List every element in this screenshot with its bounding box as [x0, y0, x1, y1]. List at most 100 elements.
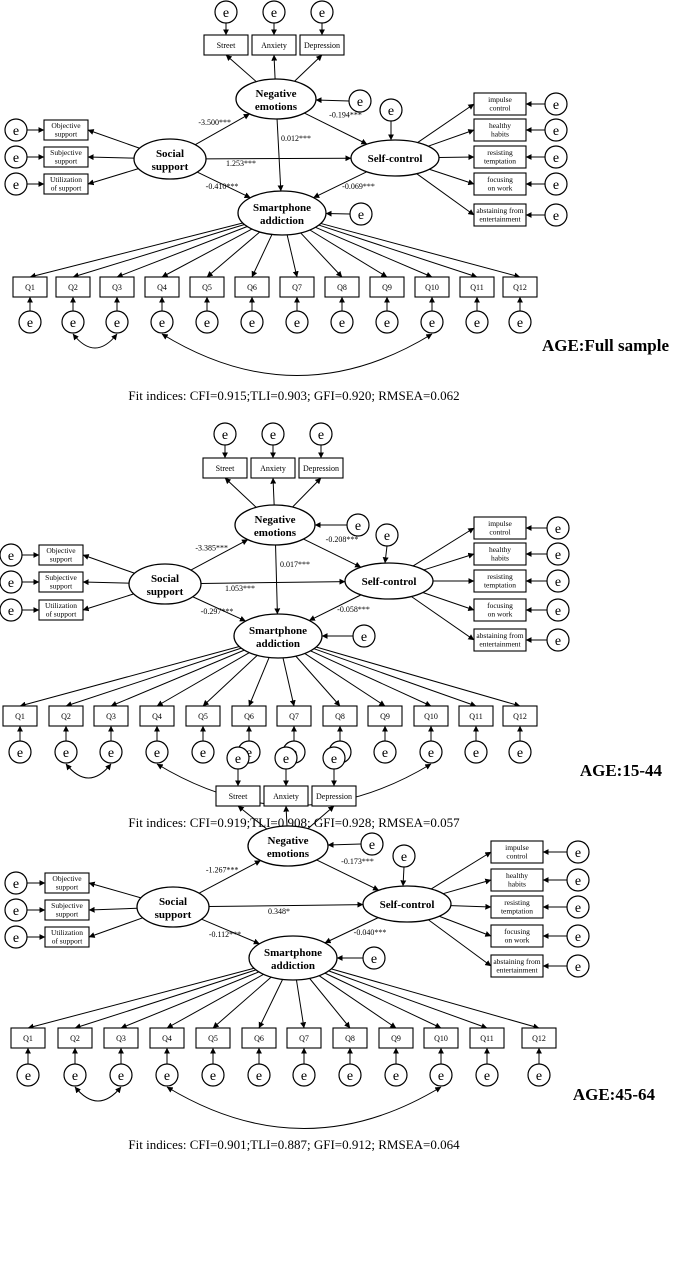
- loading-arrow: [82, 593, 134, 612]
- control-error-3: e: [566, 924, 590, 948]
- disturbance-arrow: [327, 841, 362, 848]
- latent-label: support: [147, 586, 184, 598]
- item-loading-arrow: [286, 234, 299, 278]
- item-loading-arrow: [29, 222, 243, 279]
- indicator-label: control: [489, 104, 510, 113]
- indicator-label: Utilization: [50, 175, 82, 184]
- item-loading-arrow: [258, 979, 284, 1029]
- indicator-label: Q3: [116, 1034, 126, 1043]
- control-error-2: e: [544, 145, 568, 169]
- error-label: e: [555, 522, 561, 537]
- latent-label: emotions: [254, 527, 297, 539]
- item-error-q7: e: [292, 1063, 316, 1087]
- indicator-label: temptation: [501, 907, 533, 916]
- item-loading-arrow: [27, 967, 255, 1030]
- item-error-q1: e: [8, 740, 32, 764]
- control-error-3: e: [546, 598, 570, 622]
- item-error-q9: e: [375, 310, 399, 334]
- indicator-label: Q5: [208, 1034, 218, 1043]
- error-label: e: [382, 746, 388, 761]
- latent-label: addiction: [260, 215, 304, 227]
- loading-arrow: [224, 477, 257, 508]
- indicator-label: Objective: [52, 874, 82, 883]
- negative-emotions-disturbance: e: [348, 89, 372, 113]
- item-loading-arrow: [309, 978, 351, 1029]
- item-q5: Q5: [195, 1027, 231, 1049]
- loading-arrow: [307, 805, 335, 830]
- control-error-1: e: [546, 542, 570, 566]
- indicator-label: Q1: [23, 1034, 33, 1043]
- control-error-0: e: [544, 92, 568, 116]
- latent-label: Negative: [268, 835, 309, 847]
- path-ne-sc: [303, 538, 362, 568]
- indicator-label: resisting: [487, 148, 513, 157]
- indicator-label: of support: [52, 937, 84, 946]
- item-error-q1: e: [18, 310, 42, 334]
- error-label: e: [555, 575, 561, 590]
- error-label: e: [331, 752, 337, 767]
- indicator-label: Q12: [513, 283, 527, 292]
- error-label: e: [384, 316, 390, 331]
- item-loading-arrow: [300, 232, 343, 278]
- indicator-label: Q6: [247, 283, 257, 292]
- item-q9: Q9: [369, 276, 405, 298]
- item-error-q3: e: [99, 740, 123, 764]
- age-label: AGE:45-64: [573, 1085, 656, 1104]
- emotion-error-1: e: [262, 0, 286, 24]
- item-q5: Q5: [189, 276, 225, 298]
- path-ss-ne: [198, 860, 261, 894]
- error-label: e: [8, 576, 14, 591]
- correlation-q2-q3: [74, 1086, 122, 1102]
- indicator-label: Q8: [345, 1034, 355, 1043]
- error-label: e: [555, 634, 561, 649]
- age-label: AGE:15-44: [580, 761, 663, 780]
- item-error-q11: e: [465, 310, 489, 334]
- path-sc-sa: [324, 917, 379, 944]
- indicator-label: Q11: [480, 1034, 493, 1043]
- loading-arrow: [225, 54, 257, 82]
- item-error-q10: e: [429, 1063, 453, 1087]
- indicator-label: Q6: [244, 712, 254, 721]
- item-loading-arrow: [310, 650, 432, 707]
- error-label: e: [347, 1069, 353, 1084]
- indicator-label: resisting: [504, 898, 530, 907]
- error-label: e: [369, 838, 375, 853]
- indicator-label: focusing: [487, 175, 513, 184]
- emotion-error-2: e: [310, 0, 334, 24]
- control-error-4: e: [566, 954, 590, 978]
- error-label: e: [13, 178, 19, 193]
- indicator-label: Objective: [46, 546, 76, 555]
- latent-self-control: Self-control: [344, 562, 434, 600]
- indicator-label: habits: [508, 880, 526, 889]
- emotion-error-2: e: [322, 746, 346, 770]
- error-label: e: [13, 904, 19, 919]
- indicator-label: Q12: [513, 712, 527, 721]
- coef-ss-to-sc: 1.253***: [226, 159, 256, 168]
- error-label: e: [575, 901, 581, 916]
- error-label: e: [355, 519, 361, 534]
- item-error-q8: e: [338, 1063, 362, 1087]
- error-label: e: [114, 316, 120, 331]
- item-q8: Q8: [322, 705, 358, 727]
- latent-label: emotions: [255, 101, 298, 113]
- error-label: e: [283, 752, 289, 767]
- latent-label: Social: [159, 896, 187, 908]
- error-label: e: [249, 316, 255, 331]
- item-loading-arrow: [248, 657, 270, 707]
- path-ss-sa: [201, 918, 260, 945]
- item-loading-arrow: [313, 648, 477, 707]
- correlation-q4-q10: [166, 1086, 442, 1129]
- loading-arrow: [88, 881, 142, 899]
- item-loading-arrow: [282, 657, 296, 707]
